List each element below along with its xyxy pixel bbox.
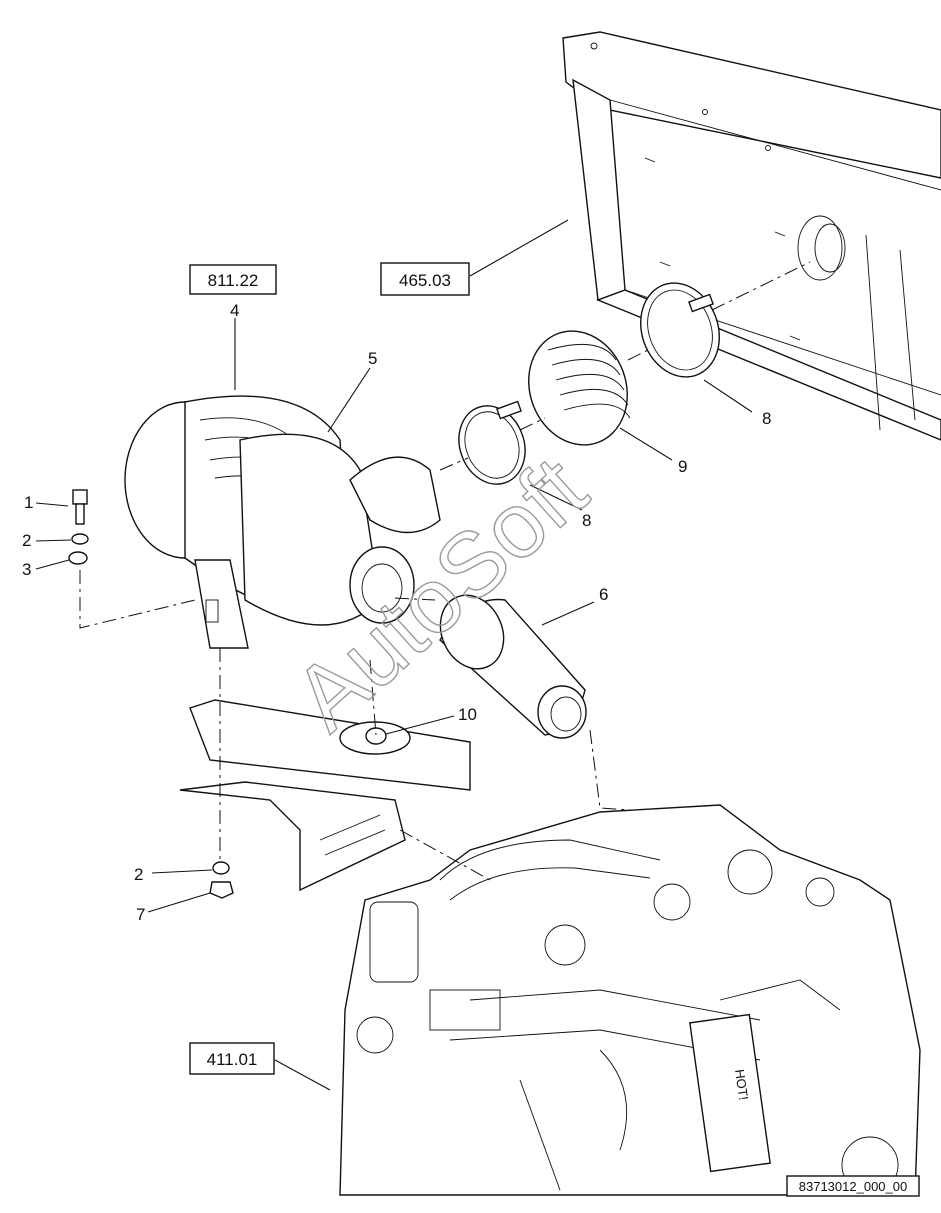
ref-811-22-text: 811.22: [208, 271, 259, 290]
reference-box-465-03[interactable]: 465.03: [380, 262, 470, 296]
callout-1: 1: [24, 493, 33, 512]
hot-warning-label: HOT!: [732, 1068, 751, 1101]
callout-8-right: 8: [762, 409, 771, 428]
intake-cone: [439, 594, 587, 739]
engine-assembly: HOT!: [339, 804, 921, 1196]
callout-3: 3: [22, 560, 31, 579]
ref-411-01-text: 411.01: [207, 1050, 258, 1069]
callout-7: 7: [136, 905, 145, 924]
leader-lines: [35, 219, 753, 1091]
callout-2-upper: 2: [22, 531, 31, 550]
fasteners: [68, 489, 234, 899]
callout-9: 9: [678, 457, 687, 476]
mounting-bracket: [179, 699, 471, 892]
drawing-code-box: 83713012_000_00: [786, 1175, 920, 1197]
callout-6: 6: [599, 585, 608, 604]
callout-8-left: 8: [582, 511, 591, 530]
callout-2-lower: 2: [134, 865, 143, 884]
callout-5: 5: [368, 349, 377, 368]
drawing-code-text: 83713012_000_00: [799, 1179, 907, 1194]
hose-clamps-and-hose: [458, 282, 721, 485]
ref-465-03-text: 465.03: [399, 271, 451, 290]
callout-10: 10: [458, 705, 477, 724]
assembly-center-lines: [79, 261, 811, 881]
callout-labels: 1 2 3 4 5 6 7 8 8 9 10 2: [22, 301, 771, 924]
reference-box-811-22[interactable]: 811.22: [189, 264, 277, 295]
callout-4: 4: [230, 301, 239, 320]
air-cleaner-assembly: [124, 395, 441, 649]
reference-box-411-01[interactable]: 411.01: [189, 1042, 275, 1075]
